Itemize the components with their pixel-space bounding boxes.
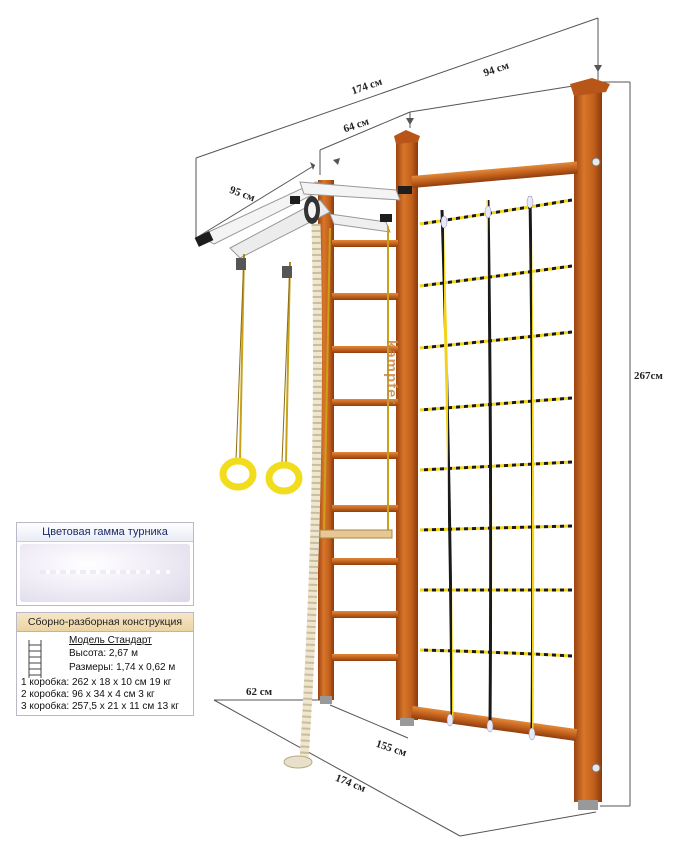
- spec-height: Высота: 2,67 м: [69, 648, 139, 659]
- spec-box-1: 1 коробка: 262 x 18 x 10 см 19 кг: [21, 677, 172, 688]
- right-post-bolt: [591, 763, 601, 773]
- gymnastic-rings: [219, 253, 303, 495]
- spec-size: Размеры: 1,74 x 0,62 м: [69, 662, 176, 673]
- ladder-rungs: [332, 240, 398, 661]
- right-post: [574, 90, 602, 802]
- color-swatch: [20, 544, 190, 602]
- color-panel-title: Цветовая гамма турника: [17, 523, 193, 542]
- net-top-bar: [411, 161, 578, 188]
- spec-panel: Сборно-разборная конструкция Модель Стан…: [16, 612, 194, 716]
- spec-box-3: 3 коробка: 257,5 x 21 x 11 см 13 кг: [21, 701, 179, 712]
- dimension-arrows: [310, 65, 602, 170]
- dim-height: 267см: [634, 370, 663, 382]
- right-post-bolt: [591, 157, 601, 167]
- ladder-icon: [28, 640, 42, 678]
- color-panel: Цветовая гамма турника: [16, 522, 194, 606]
- net-bottom-bar: [411, 706, 578, 742]
- dim-depth-bottom: 62 см: [246, 686, 273, 698]
- spec-model: Модель Стандарт: [69, 635, 152, 646]
- climbing-rope: [283, 223, 322, 769]
- spec-box-2: 2 коробка: 96 x 34 x 4 см 3 кг: [21, 689, 155, 700]
- right-post-cap: [570, 78, 610, 96]
- ladder-left-foot: [320, 696, 332, 704]
- trapeze-swing: [319, 226, 393, 539]
- middle-post-cap: [394, 130, 420, 144]
- climbing-net: [419, 195, 573, 735]
- spec-panel-title: Сборно-разборная конструкция: [17, 613, 193, 632]
- middle-post: [396, 140, 418, 720]
- pull-up-bar: [194, 181, 412, 259]
- dimension-lines: [195, 17, 631, 837]
- net-knots: [440, 195, 536, 741]
- middle-post-foot: [400, 718, 414, 726]
- right-post-foot: [578, 800, 598, 810]
- brand-logo: kampfer: [383, 340, 400, 406]
